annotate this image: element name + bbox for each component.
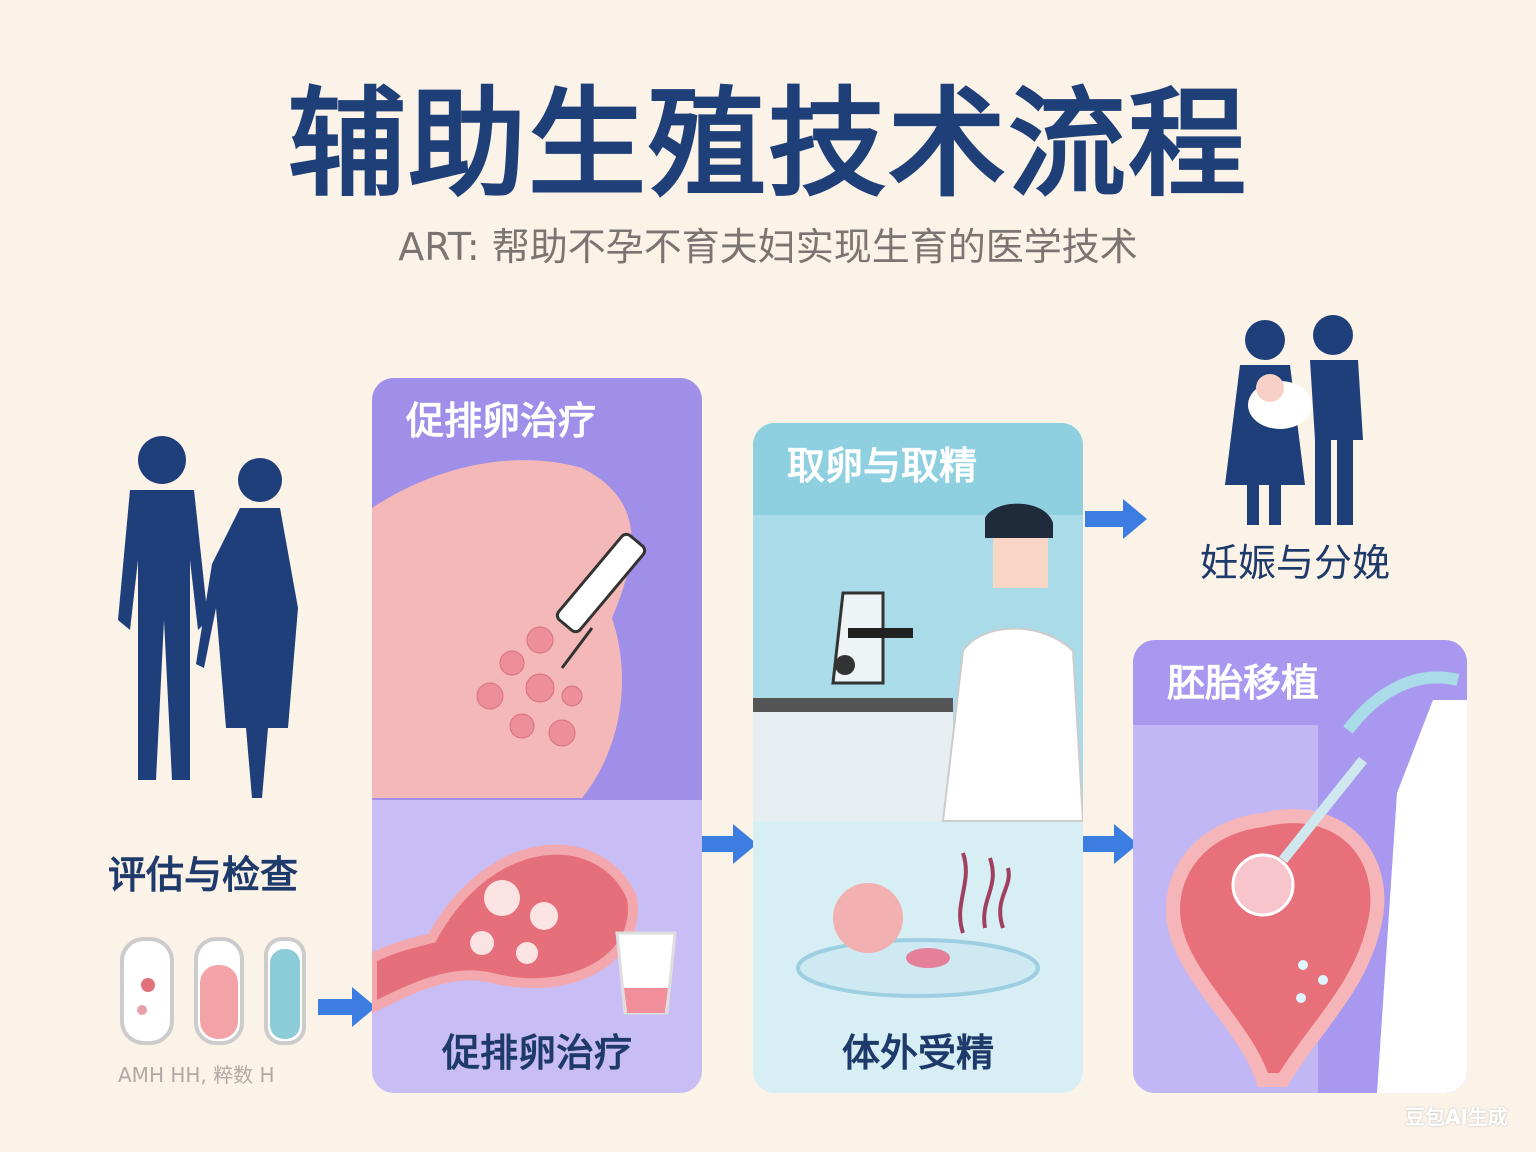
page-subtitle: ART: 帮助不孕不育夫妇实现生育的医学技术 — [398, 225, 1138, 269]
arrow-right-icon — [318, 985, 378, 1029]
step-retrieval-panel: 取卵与取精 体外受精 — [753, 423, 1083, 1093]
ovary-injection-illustration — [372, 460, 677, 1015]
step-ovulation-title: 促排卵治疗 — [406, 399, 597, 443]
step-transfer-panel: 胚胎移植 — [1133, 640, 1467, 1093]
couple-silhouette-icon — [100, 430, 320, 800]
arrow-right-icon — [1078, 822, 1140, 866]
family-silhouette-icon — [1225, 310, 1365, 530]
page-title: 辅助生殖技术流程 — [287, 75, 1248, 213]
step-ovulation-label: 促排卵治疗 — [441, 1031, 632, 1075]
test-caption: AMH HH, 粹数 H — [118, 1063, 275, 1087]
watermark: 豆包AI生成 — [1405, 1105, 1508, 1129]
embryo-transfer-illustration — [1165, 671, 1467, 1093]
step-assessment-label: 评估与检查 — [108, 853, 299, 897]
arrow-right-icon — [697, 822, 759, 866]
step-transfer-title: 胚胎移植 — [1167, 661, 1320, 705]
step-ivf-label: 体外受精 — [841, 1031, 994, 1075]
arrow-right-icon — [1085, 497, 1149, 541]
step-retrieval-title: 取卵与取精 — [787, 444, 978, 488]
step-ovulation-panel: 促排卵治疗 促排卵治疗 — [372, 378, 702, 1093]
step-pregnancy-label: 妊娠与分娩 — [1200, 541, 1391, 585]
lab-scientist-illustration — [753, 503, 1083, 998]
test-tubes-icon — [118, 935, 308, 1047]
